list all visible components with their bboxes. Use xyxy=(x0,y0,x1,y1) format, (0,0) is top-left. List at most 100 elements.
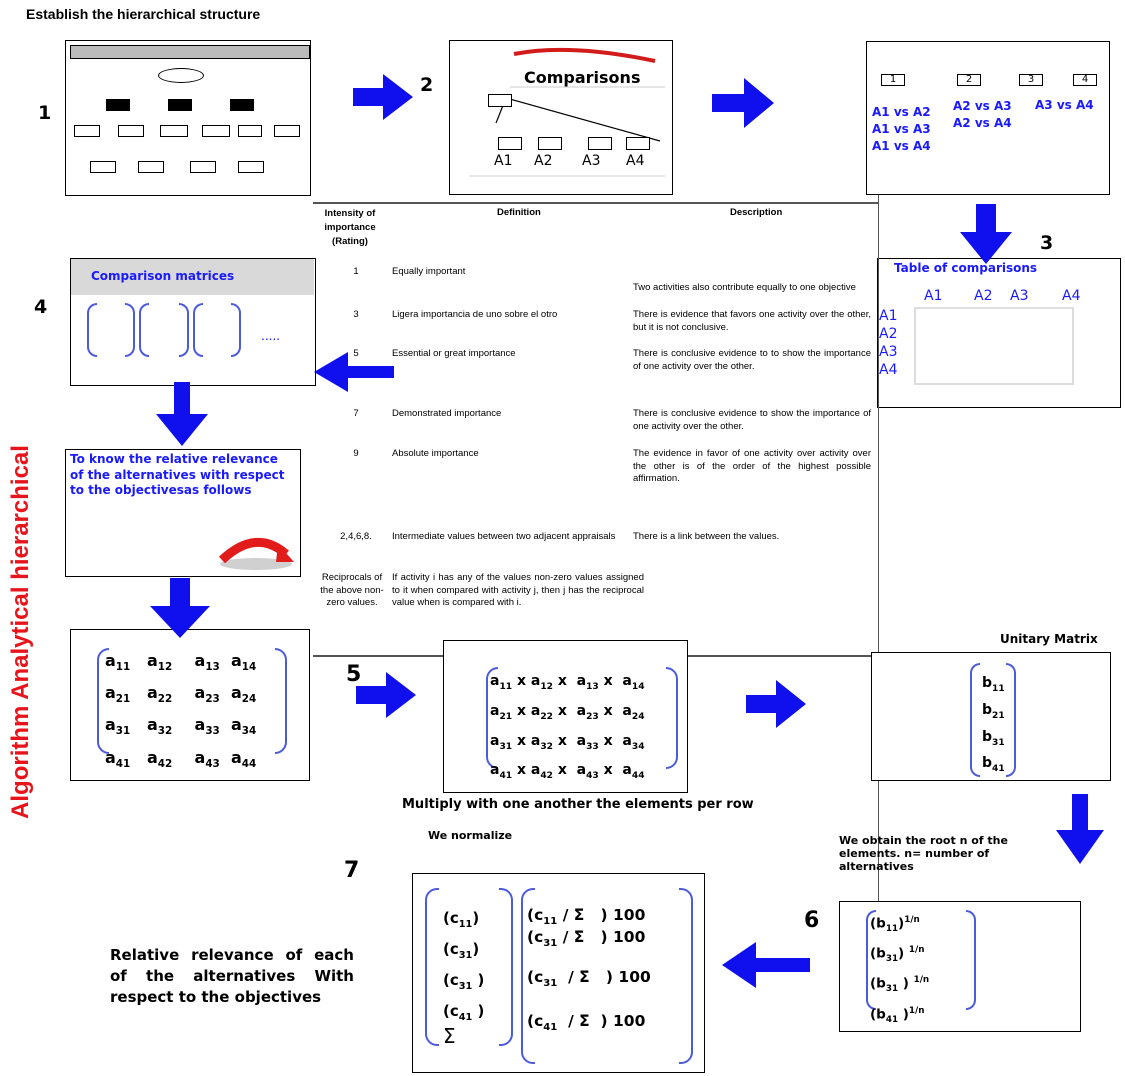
alternative-label: A1 xyxy=(494,153,513,169)
row-header: A1 xyxy=(879,308,898,324)
alternative-node xyxy=(238,161,264,173)
scale-header-description: Description xyxy=(730,207,783,218)
normalize-box: (c11)(c31)(c31 )(c41 ) Σ (c11 / Σ ) 100 … xyxy=(412,873,705,1073)
matrix-bracket xyxy=(499,888,513,1046)
scale-rating: 2,4,6,8. xyxy=(340,531,372,542)
matrix-bracket xyxy=(866,910,876,1010)
scale-rating: Reciprocals of the above non-zero values… xyxy=(320,572,384,608)
matrix-bracket xyxy=(275,648,287,754)
arrow-left-icon xyxy=(722,942,810,988)
matrix-bracket xyxy=(970,663,980,777)
arrow-right-icon xyxy=(746,680,806,728)
subcriterion-node xyxy=(74,125,100,137)
subcriterion-node xyxy=(160,125,188,137)
row-header: A4 xyxy=(879,362,898,378)
unitary-matrix-label: Unitary Matrix xyxy=(1000,632,1098,646)
scale-definition: Intermediate values between two adjacent… xyxy=(392,531,616,542)
criterion-node xyxy=(488,94,512,107)
matrix-a-box: a11 a12 a13 a14 a21 a22 a23 a24 a31 a32 … xyxy=(70,629,310,781)
alternative-label: A3 xyxy=(582,153,601,169)
arrow-down-icon xyxy=(1056,794,1104,864)
pair-item: A1 vs A4 xyxy=(872,139,931,153)
alternative-node xyxy=(90,161,116,173)
sigma-symbol: Σ xyxy=(443,1024,456,1048)
scale-description: There is conclusive evidence to to show … xyxy=(633,348,871,372)
scale-definition: If activity i has any of the values non-… xyxy=(392,572,644,608)
relative-relevance-text: Relative relevance of each of the altern… xyxy=(110,946,354,1006)
comparison-matrices-box: Comparison matrices ..... xyxy=(70,258,316,386)
page-title: Establish the hierarchical structure xyxy=(26,6,261,22)
matrix-bracket xyxy=(966,910,976,1010)
scale-definition: Absolute importance xyxy=(392,448,479,459)
pair-item: A1 vs A2 xyxy=(872,105,931,119)
criterion-node xyxy=(106,99,130,111)
pairs-col-3: A3 vs A4 xyxy=(1035,98,1094,112)
step-7-number: 7 xyxy=(344,858,360,883)
scale-definition: Equally important xyxy=(392,266,466,277)
scale-rating: 5 xyxy=(353,348,359,359)
col-header: A4 xyxy=(1062,288,1081,304)
matrix-bracket xyxy=(521,888,535,1064)
scale-definition: Essential or great importance xyxy=(392,348,516,359)
scale-description: There is evidence that favors one activi… xyxy=(633,309,871,333)
root-caption: We obtain the root n of the elements. n=… xyxy=(839,834,1008,873)
matrix-a-elements: a11 a12 a13 a14 a21 a22 a23 a24 a31 a32 … xyxy=(105,651,257,770)
matrix-bracket xyxy=(87,303,97,357)
vertical-rule xyxy=(878,195,879,925)
matrix-bracket xyxy=(125,303,135,357)
col-header: A2 xyxy=(974,288,993,304)
criterion-node xyxy=(230,99,254,111)
matrix-bracket xyxy=(1006,663,1016,777)
pairs-box: 1 2 3 4 A1 vs A2 A1 vs A3 A1 vs A4 A2 vs… xyxy=(866,41,1110,195)
scale-definition: Ligera importancia de uno sobre el otro xyxy=(392,309,558,320)
arrow-down-icon xyxy=(150,578,210,638)
row-product-box: a11 x a12 x a13 x a14 a21 x a22 x a23 x … xyxy=(443,640,688,793)
alternative-node xyxy=(588,137,612,150)
relevance-text: To know the relative relevance of the al… xyxy=(70,452,285,497)
scale-rating: 9 xyxy=(353,448,359,459)
comparisons-box: Comparisons A1 A2 A3 A4 xyxy=(449,40,673,195)
normalized-percent-elements: (c11 / Σ ) 100 (c31 / Σ ) 100 (c31 / Σ )… xyxy=(527,906,651,1034)
scale-header-definition: Definition xyxy=(497,207,541,218)
criterion-node xyxy=(168,99,192,111)
scale-rating: 7 xyxy=(353,408,359,419)
alternative-node xyxy=(138,161,164,173)
matrix-bracket xyxy=(679,888,693,1064)
row-header: A2 xyxy=(879,326,898,342)
root-elements: (b11)1/n (b31) 1/n (b31 ) 1/n (b41 )1/n xyxy=(870,915,930,1025)
pair-header: 2 xyxy=(957,74,981,86)
normalized-c-elements: (c11)(c31)(c31 )(c41 ) xyxy=(443,909,485,1023)
alternative-node xyxy=(626,137,650,150)
arrow-right-icon xyxy=(712,78,774,128)
table-top-rule xyxy=(313,202,878,204)
row-headers: A1 A2 A3 A4 xyxy=(879,307,897,379)
alternative-node xyxy=(190,161,216,173)
scale-rating: 3 xyxy=(353,309,359,320)
alternative-label: A2 xyxy=(534,153,553,169)
subcriterion-node xyxy=(274,125,300,137)
step-3-number: 3 xyxy=(1040,232,1054,254)
scale-description: There is conclusive evidence to show the… xyxy=(633,408,871,432)
arrow-right-icon xyxy=(356,672,416,718)
table-of-comparisons-box: Table of comparisons A1 A2 A3 A4 A1 A2 A… xyxy=(877,258,1121,408)
comparison-grid xyxy=(914,307,1074,385)
step-4-number: 4 xyxy=(34,296,48,318)
matrices-header-band xyxy=(71,259,314,295)
matrix-bracket xyxy=(231,303,241,357)
comparisons-title: Comparisons xyxy=(524,68,641,87)
goal-bar xyxy=(70,45,310,59)
curved-arrow-icon xyxy=(218,537,294,570)
scale-description: Two activities also contribute equally t… xyxy=(633,282,856,293)
pairs-col-2: A2 vs A3 A2 vs A4 xyxy=(953,98,1012,132)
arrow-down-icon xyxy=(960,204,1012,264)
comparison-matrices-title: Comparison matrices xyxy=(91,269,235,283)
pair-item: A3 vs A4 xyxy=(1035,98,1094,112)
alternative-node xyxy=(498,137,522,150)
matrix-bracket xyxy=(193,303,203,357)
scale-rating: 1 xyxy=(353,266,359,277)
side-title: Algorithm Analytical hierarchical xyxy=(7,445,34,819)
matrix-bracket xyxy=(179,303,189,357)
pairs-col-1: A1 vs A2 A1 vs A3 A1 vs A4 xyxy=(872,104,931,155)
